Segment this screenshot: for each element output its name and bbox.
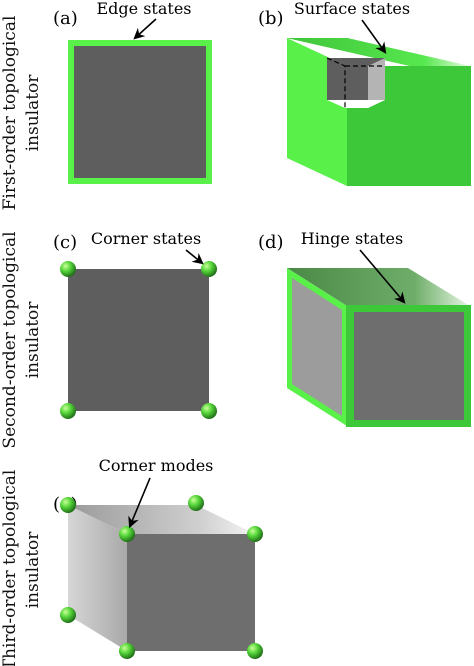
row-label-second-order-line1: Second-order topological <box>0 231 20 448</box>
corner-state-sphere-bl <box>60 403 76 419</box>
corner-mode-sphere-3 <box>119 526 135 542</box>
panel-c-label: Corner states <box>91 229 201 248</box>
bulk-square <box>74 46 206 178</box>
row-label-first-order-line2: insulator <box>23 74 43 152</box>
panel-d: (d) Hinge states <box>258 229 471 427</box>
corner-mode-sphere-6 <box>119 643 135 659</box>
corner-mode-sphere-4 <box>247 526 263 542</box>
corner-state-sphere-br <box>201 403 217 419</box>
row-label-first-order-line1: First-order topological <box>0 16 20 211</box>
panel-e-arrow <box>128 477 151 529</box>
row-label-second-order: Second-order topological insulator <box>0 231 43 448</box>
panel-c: (c) Corner states <box>53 229 217 419</box>
panel-a-arrow <box>133 18 157 40</box>
panel-d-tag: (d) <box>258 232 284 253</box>
panel-e: (e) Corner modes <box>53 456 263 659</box>
third-cube-top <box>68 505 255 534</box>
cutout-right-wall <box>368 58 385 108</box>
cutout-floor <box>327 100 385 108</box>
panel-d-label: Hinge states <box>301 229 403 248</box>
row-label-first-order: First-order topological insulator <box>0 16 43 211</box>
corner-mode-sphere-7 <box>247 643 263 659</box>
panel-b-label: Surface states <box>294 0 410 18</box>
corner-state-sphere-tl <box>60 261 76 277</box>
row-label-third-order-line1: Third-order topological <box>0 470 20 666</box>
panel-c-arrow <box>185 249 204 265</box>
hinge-cube-front <box>354 312 464 420</box>
third-cube-front <box>127 534 255 651</box>
panel-b: (b) Surface states <box>258 0 471 186</box>
third-cube-left <box>68 505 127 651</box>
panel-b-arrow <box>361 19 387 54</box>
corner-mode-sphere-1 <box>60 497 76 513</box>
panel-a: (a) Edge states <box>53 0 212 184</box>
hinge-cube-left <box>292 278 342 416</box>
panel-a-tag: (a) <box>53 8 78 29</box>
bulk-square-c <box>68 269 209 411</box>
row-label-second-order-line2: insulator <box>23 301 43 379</box>
row-label-third-order: Third-order topological insulator <box>0 470 43 666</box>
row-label-third-order-line2: insulator <box>23 531 43 609</box>
hinge-cube-top <box>287 268 470 306</box>
panel-c-tag: (c) <box>53 232 77 253</box>
corner-mode-sphere-2 <box>188 495 204 511</box>
panel-e-label: Corner modes <box>99 456 214 475</box>
panel-b-tag: (b) <box>258 8 284 29</box>
corner-state-sphere-tr <box>201 261 217 277</box>
panel-d-arrow <box>359 249 406 304</box>
panel-a-label: Edge states <box>96 0 191 18</box>
corner-mode-sphere-5 <box>60 607 76 623</box>
